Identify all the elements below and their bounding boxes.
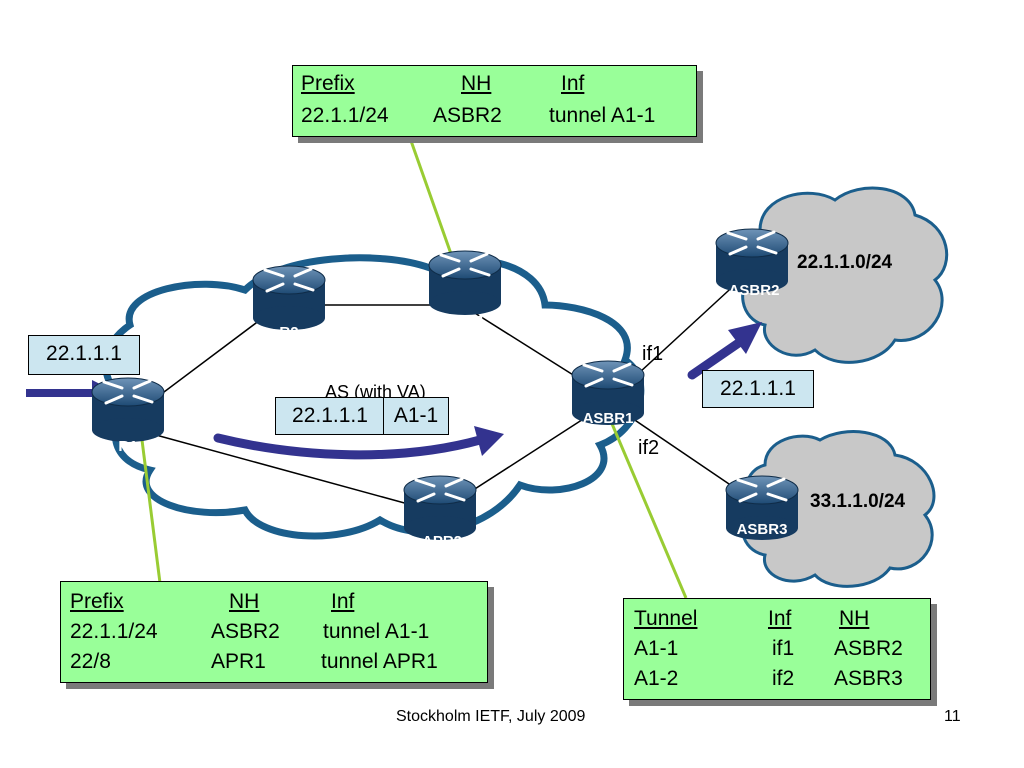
table-apr1-cell: 22.1.1/24 xyxy=(301,104,389,127)
table-apr1-header-inf: Inf xyxy=(561,72,585,95)
packet-tunneled: 22.1.1.1 A1-1 xyxy=(275,397,450,435)
egress-arrow xyxy=(687,322,762,380)
router-label-asbr3: ASBR3 xyxy=(737,521,788,538)
table-r1-cell: tunnel A1-1 xyxy=(323,620,430,643)
footer-text: Stockholm IETF, July 2009 xyxy=(396,708,586,725)
table-apr1-cell: ASBR2 xyxy=(433,104,502,127)
router-label-r1: R1 xyxy=(118,438,137,455)
table-asbr1-cell: ASBR2 xyxy=(834,637,903,660)
label-if2: if2 xyxy=(638,437,660,459)
link-r1-apr2 xyxy=(144,431,431,511)
table-asbr1-cell: A1-2 xyxy=(634,667,679,690)
table-asbr1-header-tunnel: Tunnel xyxy=(634,607,698,630)
label-if1: if1 xyxy=(642,343,664,365)
page-number: 11 xyxy=(944,708,961,725)
table-apr1-cell: tunnel A1-1 xyxy=(549,104,656,127)
table-asbr1-header-nh: NH xyxy=(839,607,870,630)
packet-ingress: 22.1.1.1 xyxy=(28,335,140,375)
table-apr1: Prefix NH Inf 22.1.1/24 ASBR2 tunnel A1-… xyxy=(292,65,697,137)
prefix-asbr3: 33.1.1.0/24 xyxy=(810,491,906,512)
callout-r1 xyxy=(140,439,162,584)
callout-asbr1 xyxy=(605,411,688,599)
table-r1-header-nh: NH xyxy=(229,590,260,613)
tunnel-arrow xyxy=(213,426,504,460)
table-asbr1-cell: A1-1 xyxy=(634,637,679,660)
table-apr1-header-prefix: Prefix xyxy=(301,72,355,95)
table-r1: Prefix NH Inf 22.1.1/24 ASBR2 tunnel A1-… xyxy=(60,581,488,683)
table-asbr1-cell: if1 xyxy=(772,637,795,660)
packet-tunneled-dest: 22.1.1.1 xyxy=(275,397,385,435)
router-label-apr1: APR1 xyxy=(445,312,485,329)
table-r1-cell: 22.1.1/24 xyxy=(70,620,158,643)
packet-tunnel-tag: A1-1 xyxy=(383,397,449,435)
router-r2: R2 xyxy=(251,264,327,341)
table-asbr1: Tunnel Inf NH A1-1 if1 ASBR2 A1-2 if2 AS… xyxy=(623,598,931,700)
router-label-r2: R2 xyxy=(279,324,298,341)
router-label-apr2: APR2 xyxy=(422,533,462,550)
router-asbr1: ASBR1 xyxy=(570,359,646,427)
router-label-asbr2: ASBR2 xyxy=(729,282,780,299)
table-r1-cell: tunnel APR1 xyxy=(321,650,438,673)
table-r1-cell: ASBR2 xyxy=(211,620,280,643)
prefix-asbr2: 22.1.1.0/24 xyxy=(797,252,893,273)
table-apr1-header-nh: NH xyxy=(461,72,492,95)
router-apr2: APR2 xyxy=(402,474,478,550)
table-r1-header-inf: Inf xyxy=(331,590,355,613)
table-asbr1-cell: ASBR3 xyxy=(834,667,903,690)
packet-egress: 22.1.1.1 xyxy=(702,370,814,408)
router-asbr2: ASBR2 xyxy=(714,227,790,299)
router-asbr3: ASBR3 xyxy=(724,474,800,542)
as-cloud xyxy=(102,254,645,540)
table-asbr1-header-inf: Inf xyxy=(768,607,792,630)
table-r1-header-prefix: Prefix xyxy=(70,590,124,613)
cloud-asbr2 xyxy=(740,186,949,364)
router-label-asbr1: ASBR1 xyxy=(583,410,634,427)
table-asbr1-cell: if2 xyxy=(772,667,795,690)
router-apr1: APR1 xyxy=(427,249,503,329)
router-r1: R1 xyxy=(90,376,166,455)
table-r1-cell: APR1 xyxy=(211,650,266,673)
table-r1-cell: 22/8 xyxy=(70,650,111,673)
